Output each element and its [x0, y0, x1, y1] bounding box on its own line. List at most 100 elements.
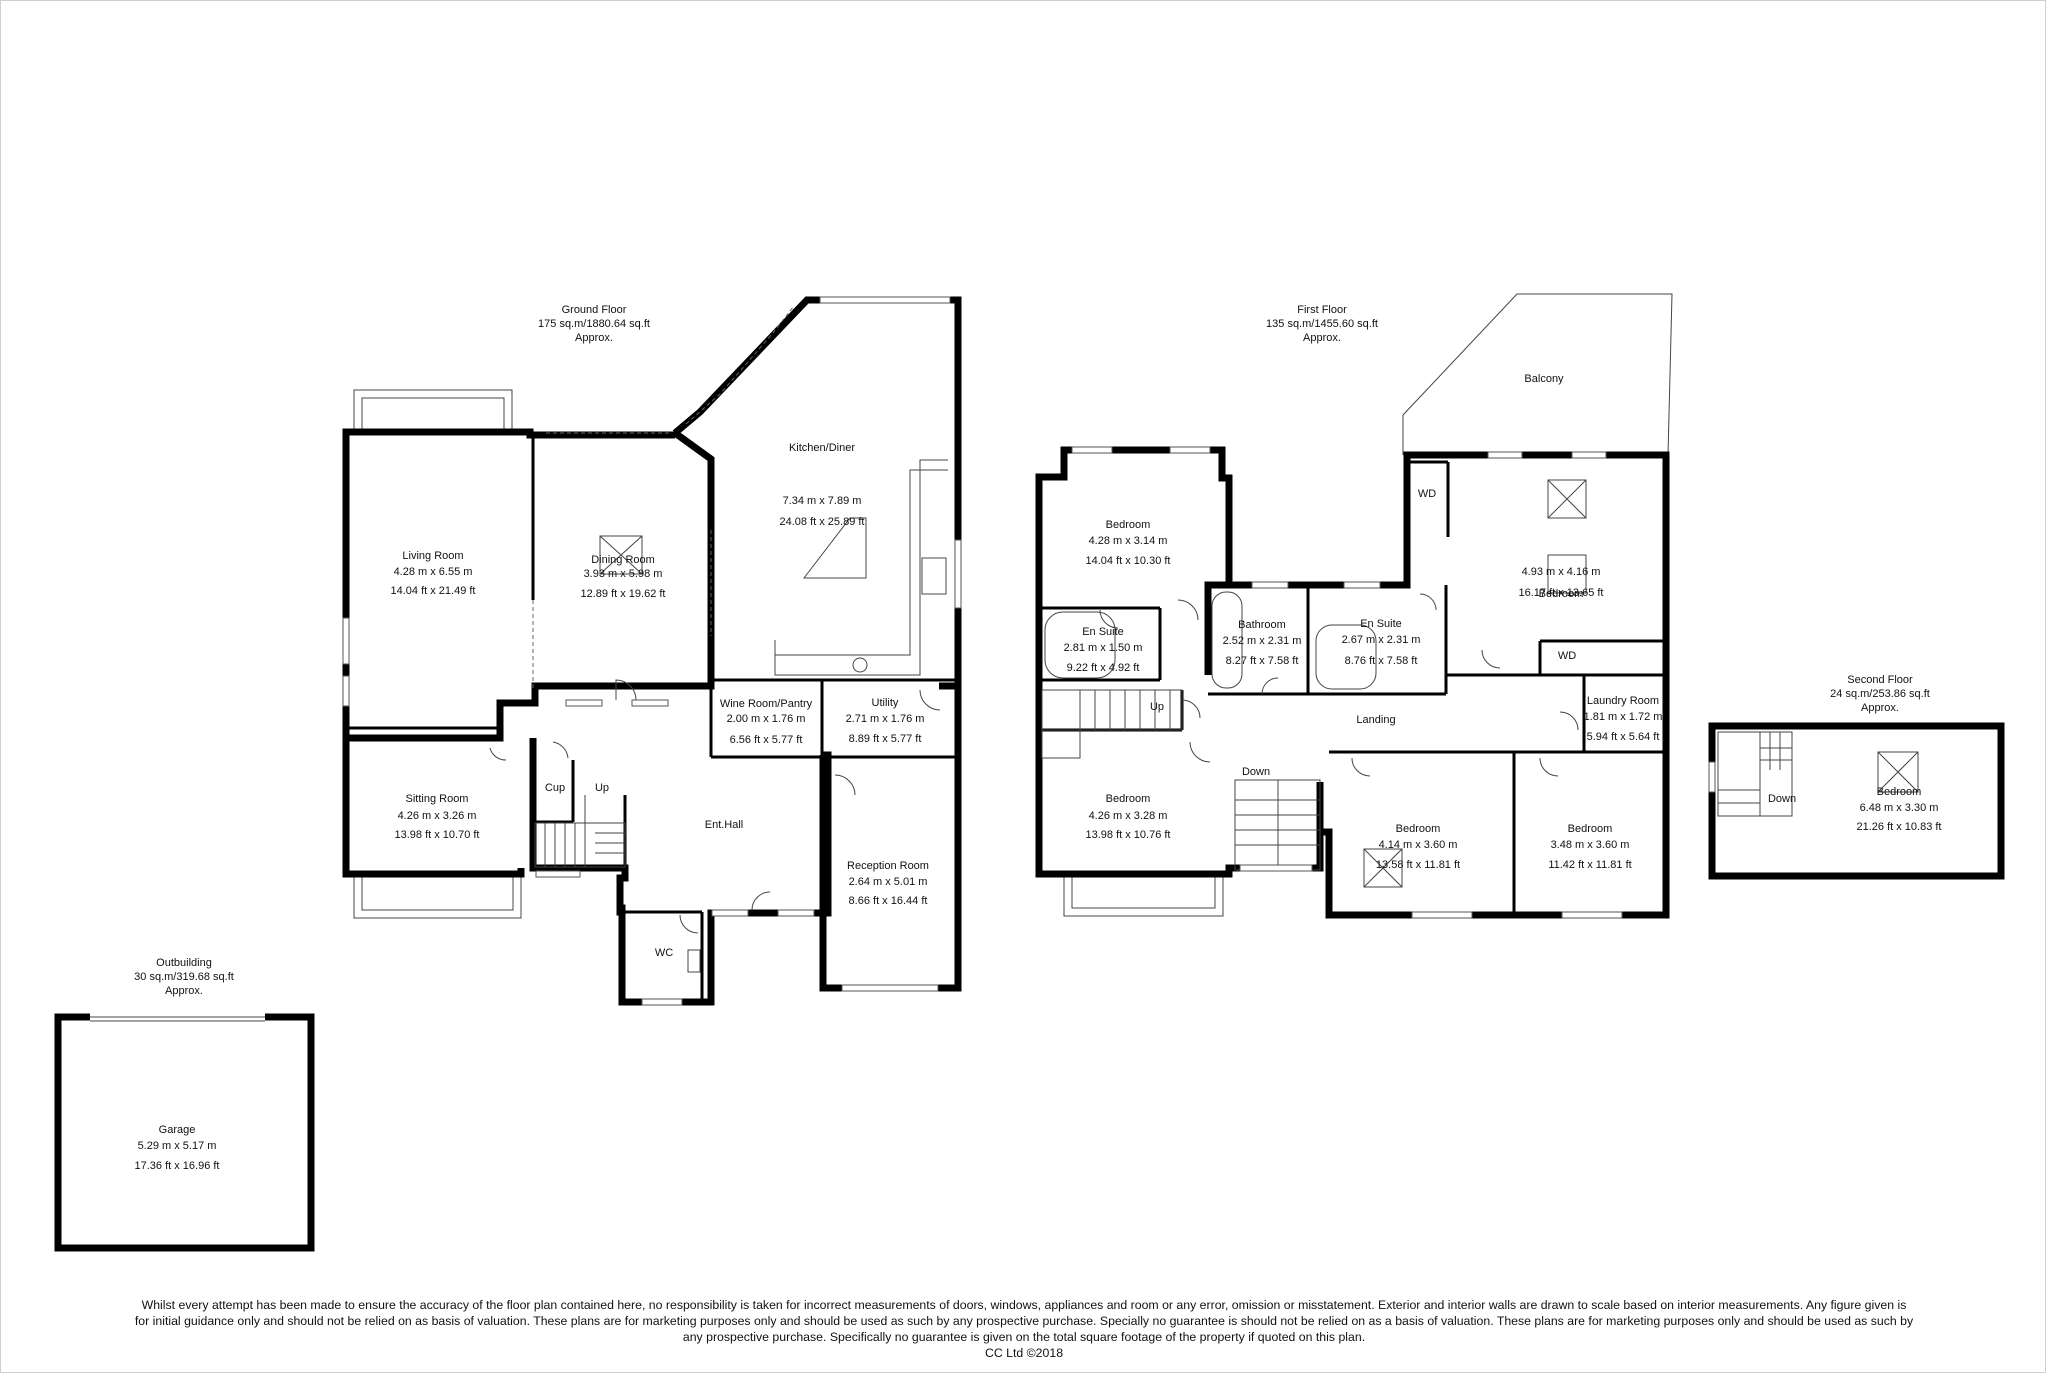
- second-floor: Second Floor 24 sq.m/253.86 sq.ft Approx…: [1708, 674, 2005, 880]
- ff-door-laundry: [1559, 711, 1579, 731]
- dining-room-metric: 3.93 m x 5.98 m: [584, 568, 663, 580]
- ground-floor-approx: Approx.: [575, 332, 613, 344]
- gf-window-front2: [777, 909, 815, 917]
- gf-door-utility: [919, 689, 941, 711]
- wine-room-name: Wine Room/Pantry: [720, 698, 813, 710]
- garage-name: Garage: [159, 1124, 196, 1136]
- wd-label-2: WD: [1558, 650, 1576, 662]
- ensuite2-metric: 2.67 m x 2.31 m: [1342, 634, 1421, 646]
- utility-name: Utility: [872, 697, 899, 709]
- utility-imperial: 8.89 ft x 5.77 ft: [849, 733, 922, 745]
- gf-door-sitting: [489, 747, 507, 761]
- bed2-imperial: 13.98 ft x 10.76 ft: [1085, 829, 1170, 841]
- bed1-imperial: 14.04 ft x 10.30 ft: [1085, 555, 1170, 567]
- garage-metric: 5.29 m x 5.17 m: [138, 1140, 217, 1152]
- bathroom-imperial: 8.27 ft x 7.58 ft: [1226, 655, 1299, 667]
- living-room-metric: 4.28 m x 6.55 m: [394, 566, 473, 578]
- sf-skylight-x2: [1877, 751, 1919, 793]
- disclaimer: Whilst every attempt has been made to en…: [12, 1297, 2036, 1361]
- outbuilding: Outbuilding 30 sq.m/319.68 sq.ft Approx.…: [54, 957, 315, 1252]
- reception-room-metric: 2.64 m x 5.01 m: [849, 876, 928, 888]
- gf-kitchen-wall: [672, 296, 962, 690]
- ensuite1-imperial: 9.22 ft x 4.92 ft: [1067, 662, 1140, 674]
- kitchen-hob: [852, 657, 868, 673]
- sf-staircase: [1717, 731, 1793, 817]
- ff-door-bed1: [1177, 599, 1199, 621]
- bathroom-metric: 2.52 m x 2.31 m: [1223, 635, 1302, 647]
- sf-bedroom-name: Bedroom: [1877, 786, 1922, 798]
- living-room-imperial: 14.04 ft x 21.49 ft: [390, 585, 475, 597]
- first-floor-title: First Floor: [1297, 304, 1347, 316]
- ent-hall-label: Ent.Hall: [705, 819, 744, 831]
- master-bed-name: Bedroom: [1539, 588, 1584, 600]
- ff-bed2-bay-inner: [1071, 874, 1216, 909]
- sf-bedroom-metric: 6.48 m x 3.30 m: [1860, 802, 1939, 814]
- gf-window-kitchen-top: [819, 296, 951, 304]
- bed4-name: Bedroom: [1568, 823, 1613, 835]
- bathroom-name: Bathroom: [1238, 619, 1286, 631]
- ff-window-master-b: [1571, 451, 1607, 459]
- ensuite1-metric: 2.81 m x 1.50 m: [1064, 642, 1143, 654]
- gf-window-dining: [565, 699, 603, 707]
- outbuilding-area: 30 sq.m/319.68 sq.ft: [134, 971, 234, 983]
- kitchen-folding-doors: [685, 305, 795, 425]
- ff-master-skylight2: [1547, 554, 1587, 594]
- kitchen-imperial: 24.08 ft x 25.89 ft: [779, 516, 864, 528]
- ff-master-skylight1: [1547, 479, 1587, 519]
- sf-window-left: [1708, 761, 1716, 793]
- gf-window-living-left: [342, 617, 350, 665]
- ensuite1-name: En Suite: [1082, 626, 1124, 638]
- gf-staircase: [534, 795, 626, 868]
- first-floor-area: 135 sq.m/1455.60 sq.ft: [1266, 318, 1378, 330]
- sitting-bay-inner: [361, 874, 514, 911]
- wc-label: WC: [655, 947, 673, 959]
- bed3-imperial: 13.58 ft x 11.81 ft: [1376, 859, 1460, 871]
- ff-window-master-a: [1487, 451, 1523, 459]
- bed2-name: Bedroom: [1106, 793, 1151, 805]
- gf-window-kitchen-right: [954, 539, 962, 609]
- ff-ensuite1-bath: [1044, 611, 1116, 679]
- gf-door-reception: [834, 774, 856, 796]
- bed1-name: Bedroom: [1106, 519, 1151, 531]
- sitting-room-imperial: 13.98 ft x 10.70 ft: [394, 829, 479, 841]
- second-floor-walls: [1708, 722, 2005, 880]
- gf-door-cup: [552, 741, 569, 759]
- utility-metric: 2.71 m x 1.76 m: [846, 713, 925, 725]
- ff-door-master: [1481, 649, 1501, 669]
- reception-room-name: Reception Room: [847, 860, 929, 872]
- kitchen-name: Kitchen/Diner: [789, 442, 855, 454]
- sitting-room-metric: 4.26 m x 3.26 m: [398, 810, 477, 822]
- dining-skylight-x2: [599, 535, 643, 575]
- bed2-metric: 4.26 m x 3.28 m: [1089, 810, 1168, 822]
- gf-stair-block: [529, 738, 832, 1006]
- kitchen-counter-inner: [775, 469, 948, 656]
- laundry-metric: 1.81 m x 1.72 m: [1584, 711, 1663, 723]
- bed4-imperial: 11.42 ft x 11.81 ft: [1548, 859, 1631, 871]
- wc-toilet: [687, 949, 701, 973]
- ff-door-ensuite2: [1419, 593, 1437, 611]
- wine-room-metric: 2.00 m x 1.76 m: [727, 713, 806, 725]
- gf-front-step: [616, 908, 624, 916]
- ff-door-bed1-ensuite: [1099, 609, 1119, 629]
- ff-bath-wall: [1204, 581, 1396, 675]
- sf-skylight: [1877, 751, 1919, 793]
- kitchen-counter: [774, 459, 948, 676]
- ff-window-bed4: [1561, 911, 1623, 919]
- sitting-bay: [353, 874, 522, 919]
- bed1-metric: 4.28 m x 3.14 m: [1089, 535, 1168, 547]
- sitting-room-name: Sitting Room: [406, 793, 469, 805]
- cup-label: Cup: [545, 782, 565, 794]
- ff-down-label: Down: [1242, 766, 1270, 778]
- ff-window-bed3: [1411, 911, 1473, 919]
- gf-left-wing: [342, 738, 525, 878]
- second-floor-area: 24 sq.m/253.86 sq.ft: [1830, 688, 1930, 700]
- gf-up-label: Up: [595, 782, 609, 794]
- ff-bathroom-bath: [1211, 591, 1243, 689]
- ff-ensuite2-bath: [1315, 624, 1377, 690]
- ff-door-bed4: [1539, 757, 1559, 777]
- second-floor-approx: Approx.: [1861, 702, 1899, 714]
- outbuilding-title: Outbuilding: [156, 957, 212, 969]
- dining-skylight: [599, 535, 643, 575]
- ff-bed2-bay: [1063, 874, 1224, 917]
